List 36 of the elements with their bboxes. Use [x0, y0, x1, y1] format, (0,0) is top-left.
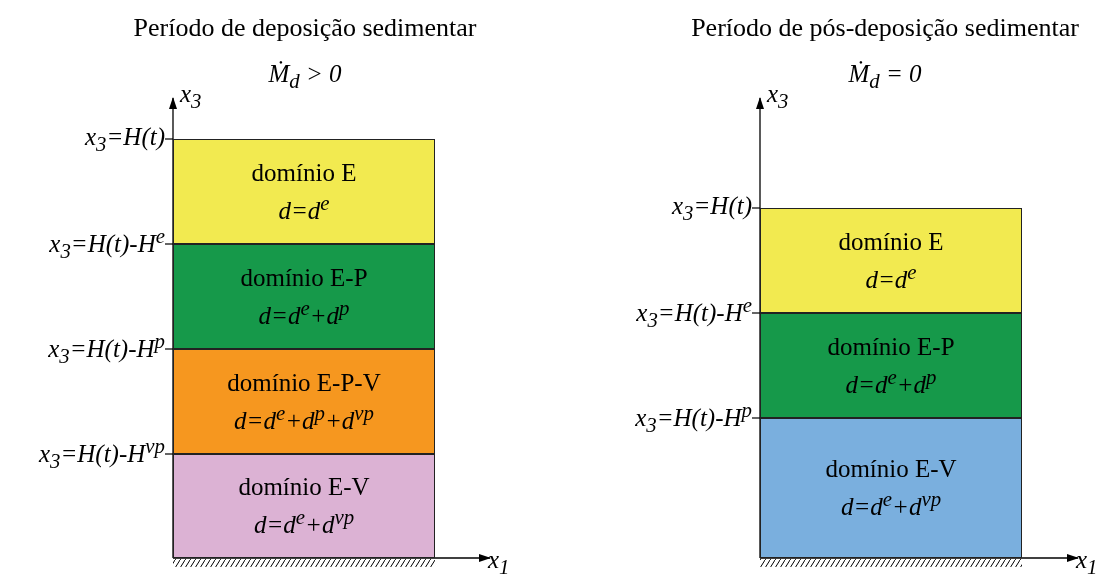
- domain-name: domínio E: [838, 228, 944, 254]
- axis-label: x$_{3}$: [767, 80, 789, 112]
- domain-name: domínio E-P: [240, 264, 368, 290]
- domain-name: domínio E-V: [825, 456, 957, 482]
- domain-name: domínio E-V: [238, 474, 370, 500]
- strain-formula: d=d$^{e}$+d$^{vp}$: [253, 507, 355, 538]
- domain-name: domínio E-P: [827, 333, 955, 359]
- rate-condition: Ṁ$_{d}$ > 0: [268, 60, 342, 92]
- axis-label: x$_{1}$: [1076, 546, 1098, 574]
- panel-title: Período de pós-deposição sedimentar: [691, 15, 1079, 41]
- strain-formula: d=d$^{e}$+d$^{vp}$: [840, 489, 942, 520]
- domain-name: domínio E-P-V: [227, 369, 381, 395]
- rate-condition: Ṁ$_{d}$ = 0: [848, 60, 922, 92]
- domain-layer: [760, 418, 1022, 558]
- domain-layer: [173, 139, 435, 244]
- domain-layer: [173, 349, 435, 454]
- domain-layer: [760, 313, 1022, 418]
- level-label: x$_{3}$=H(t): [84, 123, 165, 155]
- domain-layer: [760, 208, 1022, 313]
- strain-formula: d=d$^{e}$+d$^{p}$+d$^{vp}$: [234, 402, 374, 434]
- domain-layer: [173, 244, 435, 349]
- level-label: x$_{3}$=H(t)-H$^{vp}$: [38, 435, 165, 473]
- domain-name: domínio E: [251, 159, 357, 185]
- domain-layer: [173, 454, 435, 558]
- level-label: x$_{3}$=H(t)-H$^{p}$: [48, 330, 165, 368]
- strain-formula: d=d$^{e}$: [278, 192, 330, 224]
- level-label: x$_{3}$=H(t)-H$^{p}$: [635, 399, 752, 437]
- strain-formula: d=d$^{e}$: [865, 261, 917, 293]
- axis-label: x$_{1}$: [488, 546, 510, 574]
- strain-formula: d=d$^{e}$+d$^{p}$: [845, 366, 937, 398]
- level-label: x$_{3}$=H(t): [671, 192, 752, 224]
- level-label: x$_{3}$=H(t)-H$^{e}$: [49, 225, 165, 263]
- panel-title: Período de deposição sedimentar: [133, 15, 477, 41]
- level-label: x$_{3}$=H(t)-H$^{e}$: [636, 294, 752, 332]
- axis-label: x$_{3}$: [180, 80, 202, 112]
- strain-formula: d=d$^{e}$+d$^{p}$: [258, 297, 350, 329]
